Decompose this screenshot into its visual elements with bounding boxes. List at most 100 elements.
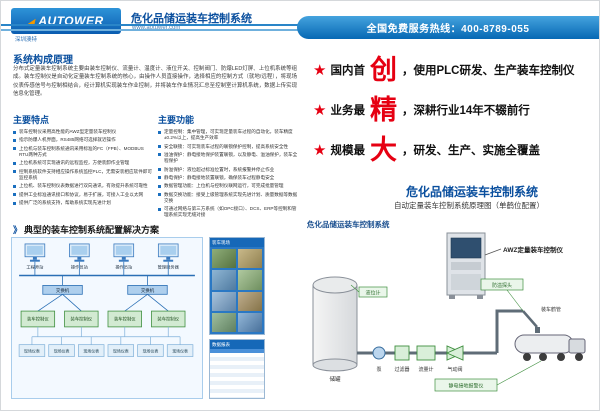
report-table-preview xyxy=(210,349,264,398)
riser-pipe xyxy=(495,309,523,353)
field-box xyxy=(18,344,46,357)
photo-cell xyxy=(212,291,236,311)
hotline-text: 全国免费服务热线：400-8789-055 xyxy=(366,24,530,35)
highlight-big-char: 大 xyxy=(369,134,397,165)
highlight-row: ★ 规模最 大 ，研发、生产、实施全覆盖 xyxy=(313,133,597,167)
header-line xyxy=(1,24,313,26)
controller-label: 装车控制仪 xyxy=(27,315,49,322)
grounding-label: 静电接地报警仪 xyxy=(448,383,483,390)
photo-cell xyxy=(238,270,262,290)
feature-item: 提供工业标准通讯接口和协议，易于扩展，可接入工业以太网 xyxy=(13,192,153,198)
functions-heading: 主要功能 xyxy=(158,115,195,125)
feature-item: 指示防爆人机界面，RS485网络可选择就近操作 xyxy=(13,137,153,143)
system-heading: 危化品储运装车控制系统 xyxy=(405,185,538,199)
field-box xyxy=(107,344,135,357)
workstation-icon xyxy=(69,243,90,262)
features-heading: 主要特点 xyxy=(13,115,50,125)
function-item: 可通过网络与第三方系统（如OPC接口）、DCS、ERP等控制和管理系统实现无缝对… xyxy=(158,206,298,218)
thumbnail-title: 数据报表 xyxy=(210,340,264,349)
solution-heading-text: 典型的装车控制系统配置解决方案 xyxy=(24,225,160,235)
field-box xyxy=(137,344,164,357)
function-item: 数据管理功能：上位机与控制仪联网运行，可完成批量管理 xyxy=(158,183,298,189)
controller-label: 装车控制仪 xyxy=(114,315,136,322)
photo-collage-thumbnail: 装车现场 xyxy=(209,237,265,335)
document-title: 危化品储运装车控制系统 xyxy=(131,13,252,25)
highlight-row: ★ 业务最 精 ，深耕行业14年不辍前行 xyxy=(313,93,597,127)
highlight-big-char: 精 xyxy=(369,94,397,125)
functions-list: 定量控制：集中管理，可实现定量装车过程的自动化，装车精度±0.2%以上，提高生产… xyxy=(158,129,298,219)
workstation-icon xyxy=(113,243,135,262)
pump-icon xyxy=(372,346,386,360)
photo-grid xyxy=(210,247,264,334)
feature-item: 提供广泛的系统支持，帮助系统实现先进计划 xyxy=(13,200,153,206)
highlight-text: 规模最 xyxy=(330,145,365,157)
switch-label: 交换机 xyxy=(56,287,70,294)
diagram-title: 危化品储运装车控制系统 xyxy=(307,219,390,229)
photo-cell xyxy=(212,312,236,332)
hotline-ribbon: 全国免费服务热线：400-8789-055 xyxy=(297,16,599,39)
field-label: 现场仪表 xyxy=(54,348,70,353)
label-leader-line xyxy=(350,284,360,293)
arm-nozzle xyxy=(535,327,540,333)
workstation-icon xyxy=(24,243,46,262)
field-links xyxy=(31,326,181,345)
report-thumbnail: 数据报表 xyxy=(209,339,265,399)
highlight-text: 国内首 xyxy=(330,65,365,77)
label-leader-line xyxy=(496,360,542,386)
label-leader-line xyxy=(484,248,502,256)
photo-cell xyxy=(238,291,262,311)
brand-subname: 深圳澳特 xyxy=(15,37,38,43)
arm-label: 装车鹤管 xyxy=(541,306,561,313)
function-item: 定量控制：集中管理，可实现定量装车过程的自动化，装车精度±0.2%以上，提高生产… xyxy=(158,129,298,141)
star-icon: ★ xyxy=(313,101,327,119)
valve-label: 气动阀 xyxy=(447,366,462,373)
highlight-row: ★ 国内首 创 ，使用PLC研发、生产装车控制仪 xyxy=(313,53,597,87)
highlight-text: 业务最 xyxy=(330,105,365,117)
tank-label: 储罐 xyxy=(329,375,341,383)
website-url: www.aotuwer.com xyxy=(132,25,181,31)
field-label: 现场仪表 xyxy=(113,348,129,353)
highlight-text: ，深耕行业14年不辍前行 xyxy=(401,105,530,117)
photo-cell xyxy=(238,312,262,332)
controller-label: AWZ定量装车控制仪 xyxy=(503,245,563,254)
flowmeter-label: 流量计 xyxy=(418,366,433,373)
feature-item: 上位机、装车控制仪表数据进行双向通讯，有效提升系统可靠性 xyxy=(13,183,153,189)
filter-label: 过滤器 xyxy=(394,366,409,373)
function-item: 溢油保护：静电接地保护装置联锁，以及静电、溢油保护，装车全程保护 xyxy=(158,152,298,164)
header-line xyxy=(1,29,313,31)
star-icon: ★ xyxy=(313,141,327,159)
tank-truck-icon xyxy=(514,334,586,361)
field-box xyxy=(166,344,194,357)
server-icon xyxy=(157,243,179,262)
function-item: 数据交换功能：接受上级管理系统实现先进计划、质量数据等数据交换 xyxy=(158,192,298,204)
function-item: 防溢保护：液位超过标准位置时，系统报警并停止作业 xyxy=(158,167,298,173)
principle-body: 分布式定量装车控制系统主要由装车控制仪、流量计、温度计、液位开关、控制阀门、防爆… xyxy=(13,66,297,98)
field-label: 现场仪表 xyxy=(24,348,40,353)
flowmeter-icon xyxy=(416,345,436,361)
feature-item: 控制系统软件支持相应操作系统监控PLC，无需安装相应软件即可监控系统 xyxy=(13,169,153,181)
controller-label: 装车控制仪 xyxy=(157,315,179,322)
overfill-label: 防溢探头 xyxy=(492,282,512,289)
label-leader-line xyxy=(506,289,524,312)
photo-cell xyxy=(238,249,262,269)
network-topology-diagram: 工程师站 操作员站 操作员站 管理服务器 交换机 交换机 装车控制仪 装车控制仪… xyxy=(11,237,203,399)
level-label: 液位计 xyxy=(365,289,380,296)
field-label: 现场仪表 xyxy=(143,348,159,353)
highlight-big-char: 创 xyxy=(369,54,397,85)
photo-cell xyxy=(212,249,236,269)
field-box xyxy=(78,344,105,357)
function-item: 静电保护：静电接地装置联锁，确保装车过程静电安全 xyxy=(158,175,298,181)
field-label: 现场仪表 xyxy=(83,348,99,353)
field-box xyxy=(48,344,75,357)
photo-cell xyxy=(212,270,236,290)
overfill-label-box xyxy=(480,278,524,291)
drop-lines xyxy=(34,261,169,276)
chevrons-icon: 》 xyxy=(13,225,23,235)
function-item: 安全联锁：可实现装车过程的联锁保护控制，提高系统安全性 xyxy=(158,144,298,150)
loading-system-schematic: 危化品储运装车控制系统 AWZ定量装车控制仪 储罐 液位计 xyxy=(301,215,593,401)
valve-icon xyxy=(445,345,465,361)
filter-icon xyxy=(394,345,410,361)
highlight-text: ，研发、生产、实施全覆盖 xyxy=(401,145,540,157)
schematic-svg: 危化品储运装车控制系统 AWZ定量装车控制仪 储罐 液位计 xyxy=(307,219,586,392)
switch-label: 交换机 xyxy=(141,287,155,294)
